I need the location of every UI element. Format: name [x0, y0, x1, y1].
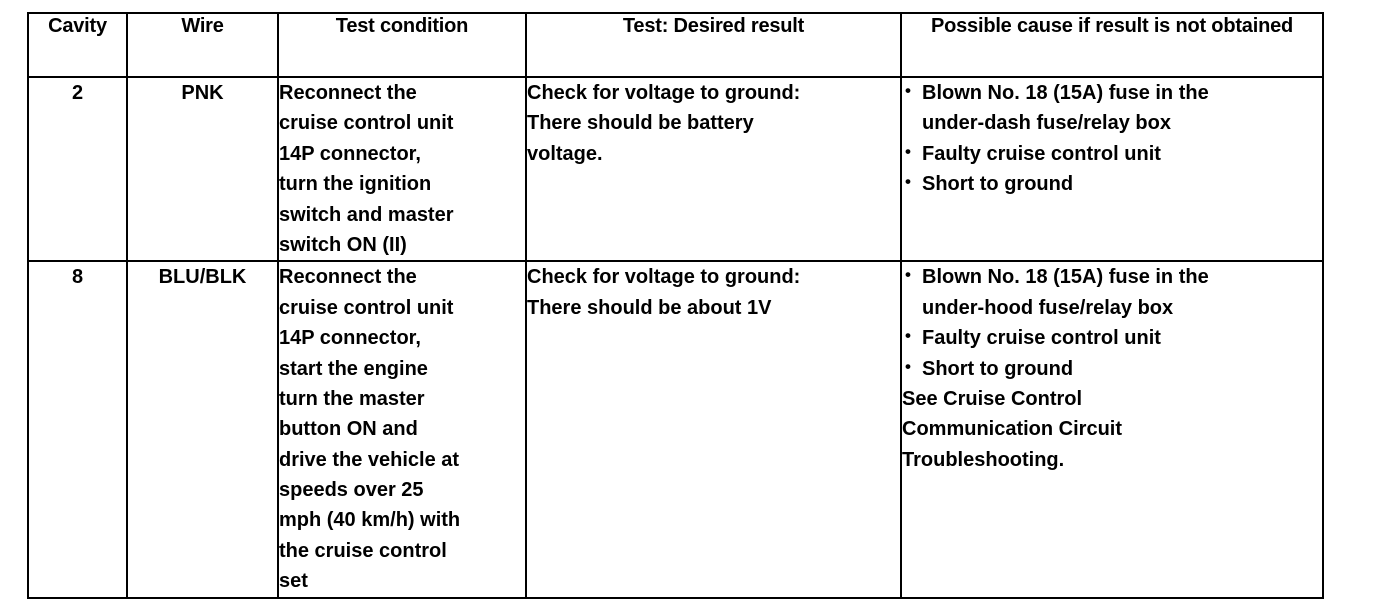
list-item: Short to ground: [902, 354, 1322, 384]
cell-cavity: 2: [27, 75, 128, 263]
desired-result-text: Check for voltage to ground: There shoul…: [527, 266, 801, 319]
column-header-wire: Wire: [126, 12, 279, 78]
column-header-desired-result: Test: Desired result: [525, 12, 902, 78]
list-item: Blown No. 18 (15A) fuse in the under-das…: [902, 78, 1322, 139]
possible-cause-list: Blown No. 18 (15A) fuse in the under-das…: [902, 78, 1322, 200]
test-condition-text: Reconnect the cruise control unit 14P co…: [279, 82, 454, 256]
test-condition-text: Reconnect the cruise control unit 14P co…: [279, 266, 461, 593]
cell-possible-cause: Blown No. 18 (15A) fuse in the under-das…: [900, 75, 1324, 263]
column-header-cavity: Cavity: [27, 12, 128, 78]
cell-cavity: 8: [27, 260, 128, 599]
list-item: Faulty cruise control unit: [902, 139, 1322, 169]
cell-possible-cause: Blown No. 18 (15A) fuse in the under-hoo…: [900, 260, 1324, 599]
cell-test-condition: Reconnect the cruise control unit 14P co…: [277, 75, 527, 263]
table-row: 2 PNK Reconnect the cruise control unit …: [27, 75, 1324, 263]
cell-desired-result: Check for voltage to ground: There shoul…: [525, 75, 902, 263]
column-header-test-condition: Test condition: [277, 12, 527, 78]
table-row: 8 BLU/BLK Reconnect the cruise control u…: [27, 260, 1324, 599]
cell-desired-result: Check for voltage to ground: There shoul…: [525, 260, 902, 599]
column-header-possible-cause: Possible cause if result is not obtained: [900, 12, 1324, 78]
list-item: Faulty cruise control unit: [902, 323, 1322, 353]
cell-wire: PNK: [126, 75, 279, 263]
desired-result-text: Check for voltage to ground: There shoul…: [527, 82, 801, 165]
list-item: Short to ground: [902, 169, 1322, 199]
possible-cause-note: See Cruise Control Communication Circuit…: [902, 387, 1123, 471]
table-header-row: Cavity Wire Test condition Test: Desired…: [27, 12, 1324, 78]
cell-wire: BLU/BLK: [126, 260, 279, 599]
cell-test-condition: Reconnect the cruise control unit 14P co…: [277, 260, 527, 599]
troubleshooting-table: Cavity Wire Test condition Test: Desired…: [27, 12, 1324, 599]
possible-cause-list: Blown No. 18 (15A) fuse in the under-hoo…: [902, 262, 1322, 384]
table-body: 2 PNK Reconnect the cruise control unit …: [27, 75, 1324, 599]
list-item: Blown No. 18 (15A) fuse in the under-hoo…: [902, 262, 1322, 323]
table-header: Cavity Wire Test condition Test: Desired…: [27, 12, 1324, 78]
